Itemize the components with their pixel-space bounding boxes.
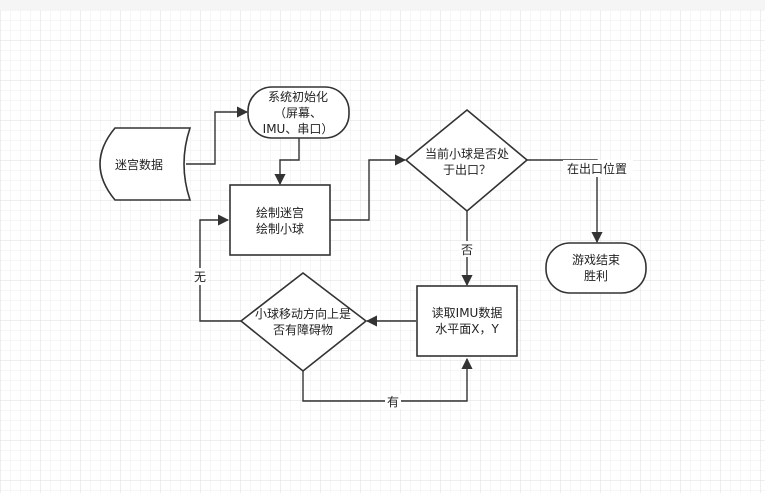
label-bg-no xyxy=(459,241,475,257)
imu-label-line-1: 读取IMU数据 xyxy=(432,305,503,320)
game-over-label-line-1: 游戏结束 xyxy=(572,253,620,267)
decision-diamond xyxy=(239,271,368,373)
process-box xyxy=(229,184,331,256)
stored-data-shape xyxy=(99,127,192,201)
top-bar xyxy=(0,0,765,10)
obstacle-label-line-2: 否有障碍物 xyxy=(273,322,333,337)
edge-label-has-obstacle: 有 xyxy=(387,395,399,409)
edge-label-no: 否 xyxy=(461,243,473,257)
game-over-label-line-2: 胜利 xyxy=(584,268,608,283)
node-game-over[interactable]: 游戏结束 胜利 xyxy=(545,242,647,294)
init-label-line-1: 系统初始化 xyxy=(268,90,328,104)
node-draw-maze-ball[interactable]: 绘制迷宫 绘制小球 xyxy=(229,184,331,256)
maze-data-label: 迷宫数据 xyxy=(115,157,163,172)
label-bg-no-obstacle xyxy=(192,268,208,285)
imu-label-line-2: 水平面X，Y xyxy=(435,322,499,336)
edge-label-no-obstacle: 无 xyxy=(194,270,206,284)
exit-check-label-line-2: 于出口？ xyxy=(443,163,491,177)
draw-label-line-2: 绘制小球 xyxy=(256,221,304,236)
decision-diamond xyxy=(404,108,529,213)
label-bg-at-exit xyxy=(563,160,633,177)
init-label-line-3: IMU、串口） xyxy=(263,122,334,136)
draw-label-line-1: 绘制迷宫 xyxy=(256,205,304,220)
exit-check-label-line-1: 当前小球是否处 xyxy=(425,146,509,161)
node-at-exit-decision[interactable]: 当前小球是否处 于出口？ xyxy=(404,108,529,213)
node-read-imu[interactable]: 读取IMU数据 水平面X，Y xyxy=(416,285,518,357)
label-bg-has-obstacle xyxy=(385,394,401,409)
node-system-init[interactable]: 系统初始化 （屏幕、 IMU、串口） xyxy=(247,86,350,139)
init-label-line-2: （屏幕、 xyxy=(274,106,322,120)
terminal-shape xyxy=(545,242,647,294)
edge-label-at-exit: 在出口位置 xyxy=(567,161,627,176)
obstacle-label-line-1: 小球移动方向上是 xyxy=(255,306,351,321)
terminal-shape xyxy=(247,86,350,139)
edge-draw-to-exit-check[interactable] xyxy=(330,154,407,221)
node-maze-data[interactable]: 迷宫数据 xyxy=(99,127,192,201)
edge-init-to-draw[interactable] xyxy=(274,138,300,186)
edge-maze-to-init[interactable] xyxy=(186,106,249,165)
process-box xyxy=(416,285,518,357)
grid-background xyxy=(0,10,765,493)
node-obstacle-decision[interactable]: 小球移动方向上是 否有障碍物 xyxy=(239,271,368,373)
